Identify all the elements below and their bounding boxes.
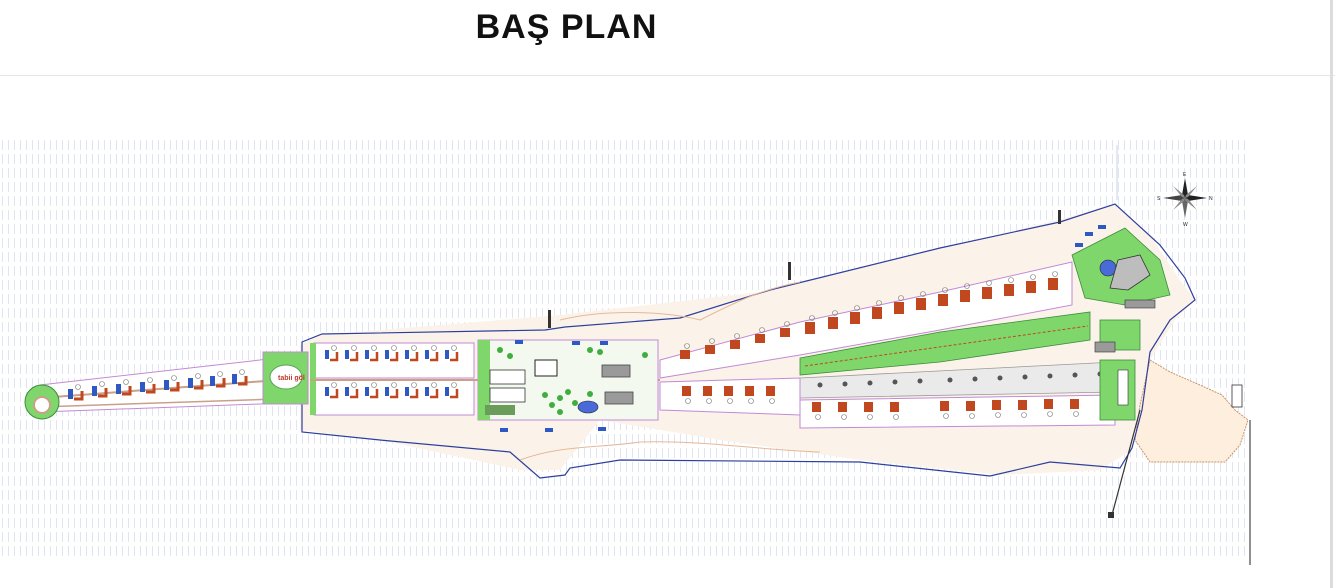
east-parking [1075,225,1106,247]
green-boulevard [799,311,1091,376]
pier [1111,409,1141,516]
svg-text:E: E [1183,172,1187,178]
east-green-block [1099,359,1136,421]
pier-head [1108,512,1114,518]
jetty [548,310,551,328]
lake-label: tabii göl [278,375,305,382]
east-green-block [1099,319,1141,351]
page-title: BAŞ PLAN [475,8,658,46]
east-marker [1231,384,1243,408]
roundabout-inner [33,396,51,414]
sports-court [489,369,526,385]
svg-text:W: W [1183,222,1188,228]
boulevard-path [804,325,1089,367]
contour-line [519,441,821,461]
facility-building [601,364,631,378]
svg-text:N: N [1209,196,1213,202]
south-house-strip [659,377,801,416]
entrance-road-line [39,397,306,408]
facility-building [534,359,558,377]
west-houses [325,345,459,399]
south-houses [682,386,1079,420]
east-building [1117,369,1129,406]
parking-spots [500,340,608,432]
site-boundary [301,203,1196,479]
beach-sand-area [1134,359,1249,463]
north-houses [680,271,1058,359]
svg-text:S: S [1157,196,1161,202]
compass-rose: S N E W [1157,172,1213,228]
sports-court [489,387,526,403]
hotel-annex [1124,299,1156,309]
parking-area [485,405,515,415]
page-right-border [1330,0,1333,588]
facility-building [604,391,634,405]
central-green-left [478,340,490,420]
east-building [1094,341,1116,353]
hotel-pool [1099,259,1117,277]
jetty [1058,210,1061,224]
south-house-strip-east [799,394,1116,429]
title-divider [0,75,1335,76]
entrance-road-line [39,377,306,399]
natural-lake [269,364,303,390]
pool [577,400,599,414]
jetty [788,262,791,280]
left-strip-houses [68,369,248,401]
central-trees [497,347,648,415]
hotel-building [1109,254,1151,291]
courtyard-houses [817,371,1103,388]
contour-line [559,281,801,321]
